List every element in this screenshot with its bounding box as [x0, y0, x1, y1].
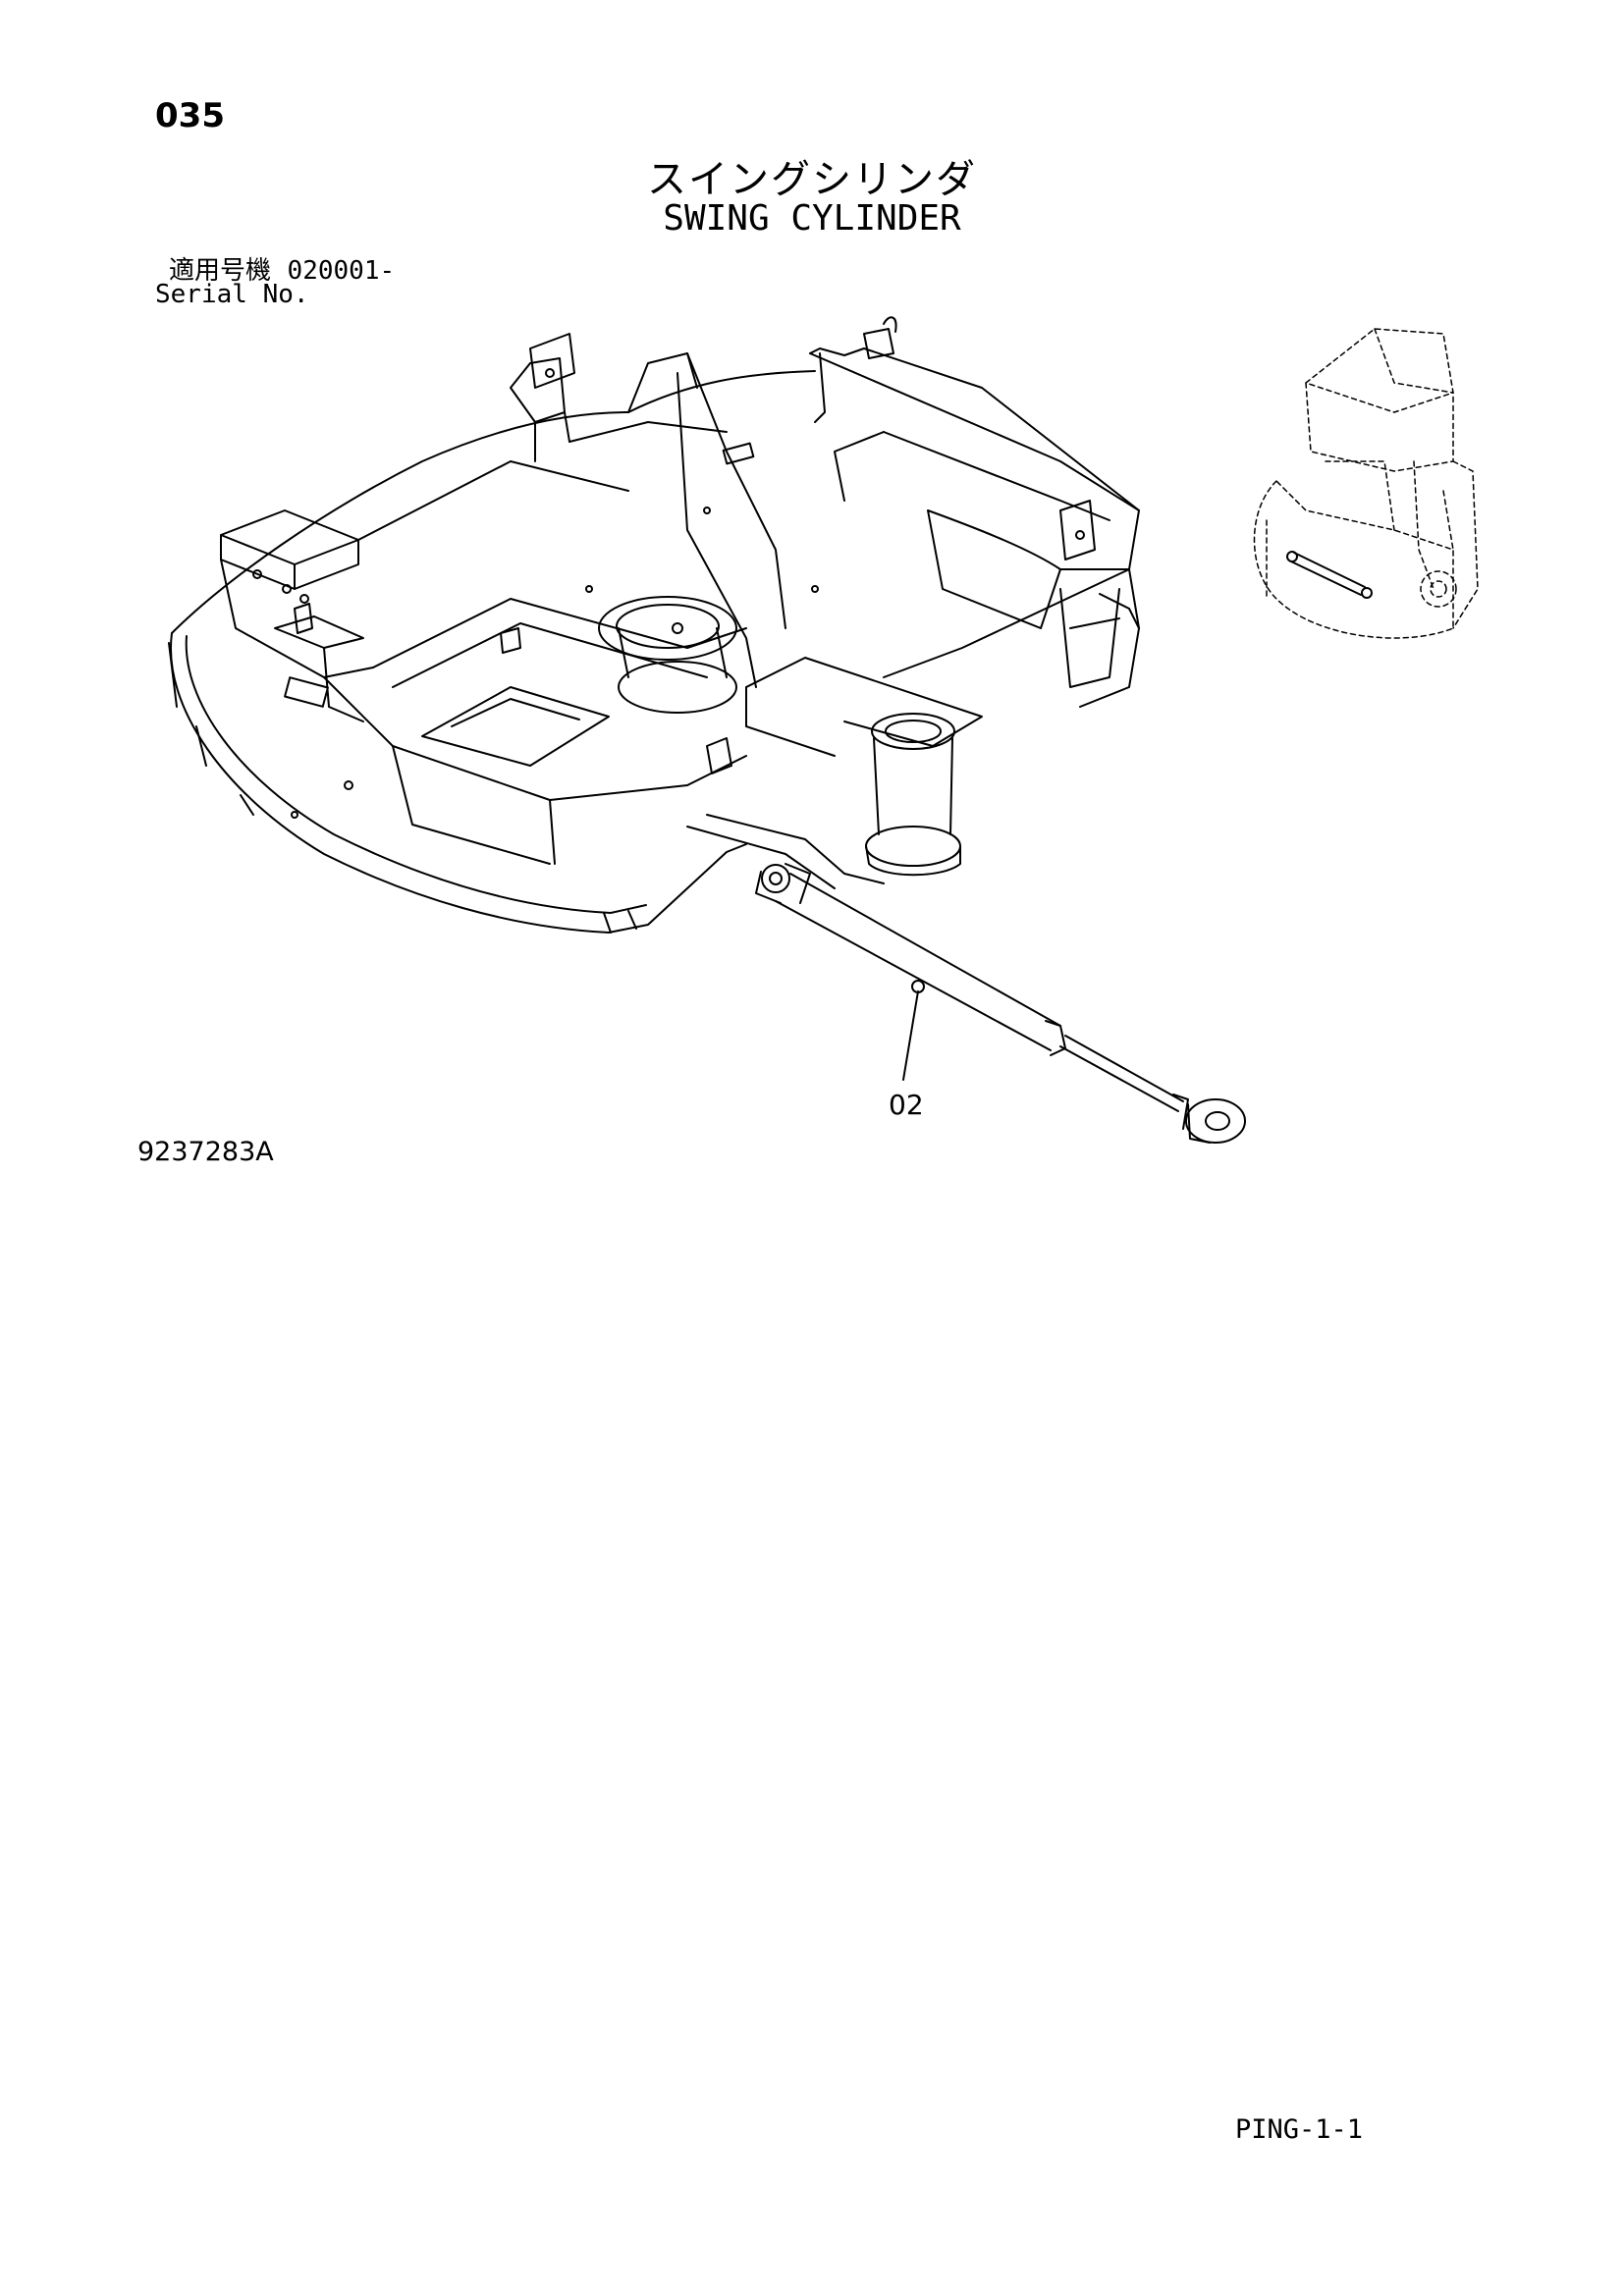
swing-cylinder-diagram: 02: [168, 316, 1479, 1144]
page-title-japanese: スイングシリンダ: [647, 157, 977, 202]
callout-leader-line: [902, 990, 919, 1081]
swing-cylinder-drawing: [755, 863, 1246, 1144]
page-title-english: SWING CYLINDER: [663, 198, 961, 239]
revolving-frame-drawing: [168, 316, 1140, 934]
part-callout-label[interactable]: 02: [889, 1089, 924, 1121]
drawing-number: 9237283A: [137, 1137, 274, 1167]
machine-location-inset: [1253, 328, 1479, 639]
serial-label-english: Serial No.: [155, 280, 309, 309]
serial-value: 020001-: [287, 256, 396, 286]
inset-cylinder-highlight: [1286, 551, 1373, 599]
page-number: 035: [155, 96, 225, 135]
serial-number-line: 適用号機 020001-: [169, 250, 395, 287]
footer-page-code: PING-1-1: [1235, 2114, 1364, 2145]
serial-label-japanese: 適用号機: [169, 256, 272, 286]
